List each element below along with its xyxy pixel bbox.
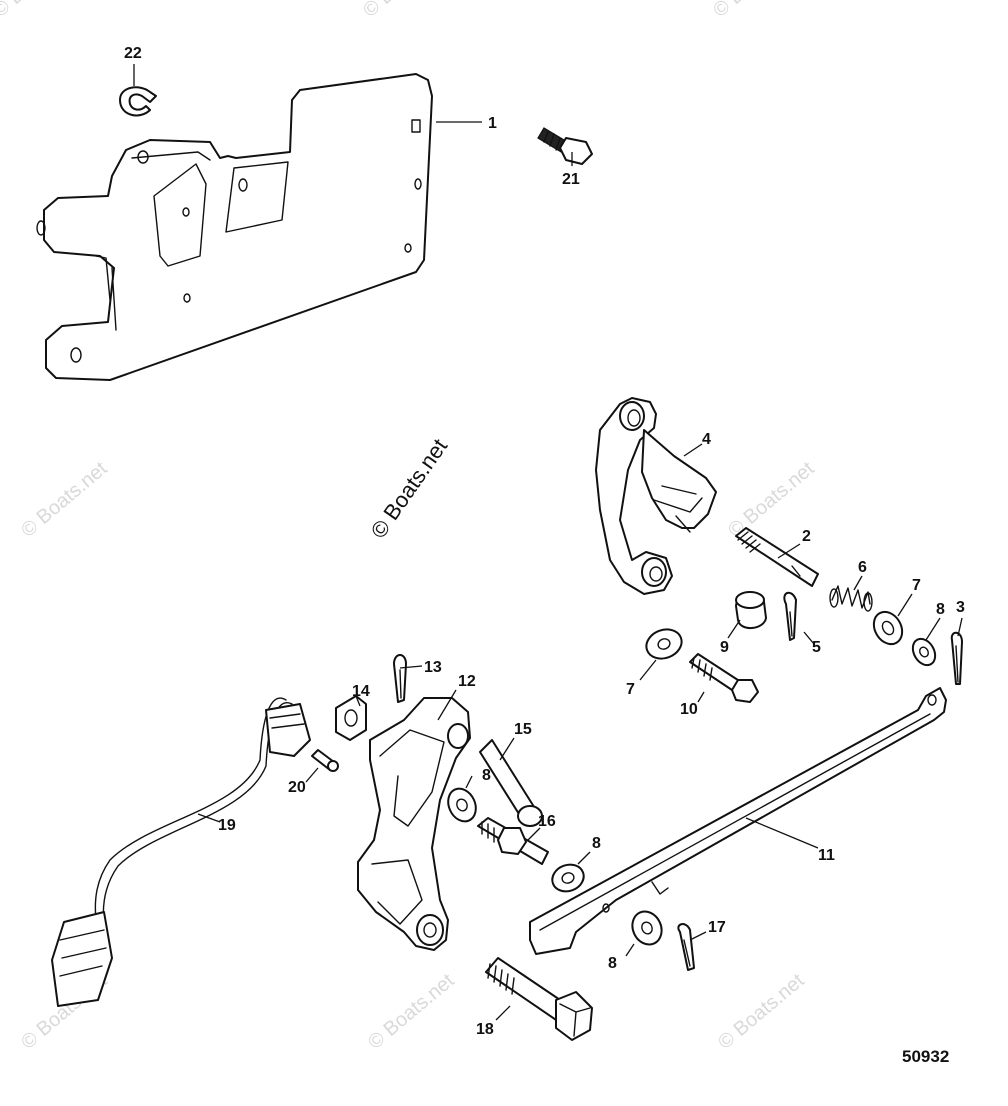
- callout-16: 16: [538, 813, 556, 830]
- pin-2-part: [735, 527, 819, 587]
- callout-19: 19: [218, 817, 236, 834]
- callout-15: 15: [514, 721, 532, 738]
- washer-7-left-part: [645, 628, 683, 660]
- callout-labels: 22 1 21 4 2 6 7 8 3 5 9 7 10 13 14 12 15…: [124, 45, 965, 1038]
- callout-8-center: 8: [592, 835, 601, 852]
- callout-11: 11: [818, 847, 835, 864]
- spring-part: [829, 585, 873, 612]
- screw-20-part: [311, 749, 339, 772]
- cap-part: [735, 591, 767, 629]
- washer-8-left-part: [447, 787, 477, 823]
- callout-2: 2: [802, 528, 811, 545]
- callout-18: 18: [476, 1021, 494, 1038]
- callout-14: 14: [352, 683, 370, 700]
- clip-part: [119, 86, 157, 117]
- callout-3: 3: [956, 599, 965, 616]
- cotter-pin-13-part: [393, 654, 407, 703]
- figure-number: 50932: [902, 1047, 949, 1066]
- washer-8-center-part: [551, 863, 585, 893]
- cotter-pin-3-part: [950, 631, 963, 685]
- callout-8-left: 8: [482, 767, 491, 784]
- bolt-10-part: [689, 653, 759, 703]
- callout-13: 13: [424, 659, 442, 676]
- washer-8-bottom-part: [631, 910, 663, 946]
- callout-1: 1: [488, 115, 497, 132]
- sensor-bracket-part: [335, 695, 367, 741]
- callout-21: 21: [562, 171, 580, 188]
- watermark-center: © Boats.net: [366, 434, 453, 543]
- watermark-top-left: © Boats.net: [0, 0, 84, 22]
- callout-7-right: 7: [912, 577, 921, 594]
- callout-7-left: 7: [626, 681, 635, 698]
- callout-12: 12: [458, 673, 476, 690]
- main-lever-part: [357, 697, 471, 951]
- cotter-pin-17-part: [677, 923, 695, 971]
- washer-7-right-part: [872, 610, 904, 646]
- wire-harness-part: [51, 697, 311, 1007]
- callout-20: 20: [288, 779, 306, 796]
- watermark-top-right: © Boats.net: [709, 0, 804, 22]
- callout-5: 5: [812, 639, 821, 656]
- watermark-bottom-center: © Boats.net: [364, 969, 459, 1053]
- stud-16-part: [477, 817, 549, 865]
- callout-8-right: 8: [936, 601, 945, 618]
- watermark-bottom-right: © Boats.net: [714, 969, 809, 1053]
- callout-9: 9: [720, 639, 729, 656]
- callout-22: 22: [124, 45, 142, 62]
- callout-17: 17: [708, 919, 726, 936]
- cotter-pin-5-part: [783, 591, 797, 641]
- link-rod-part: [529, 687, 947, 955]
- callout-8-bottom: 8: [608, 955, 617, 972]
- callout-leaders: [133, 64, 963, 1021]
- screw-21-part: [537, 127, 593, 165]
- watermark-mid-left: © Boats.net: [17, 457, 112, 541]
- pin-15-part: [479, 739, 543, 827]
- washer-8-right-part: [911, 637, 937, 667]
- watermark-top-center: © Boats.net: [359, 0, 454, 22]
- callout-10: 10: [680, 701, 698, 718]
- callout-4: 4: [702, 431, 711, 448]
- mounting-plate-part: [36, 73, 433, 381]
- callout-6: 6: [858, 559, 867, 576]
- lever-bracket-part: [595, 397, 717, 595]
- bolt-18-part: [485, 957, 593, 1041]
